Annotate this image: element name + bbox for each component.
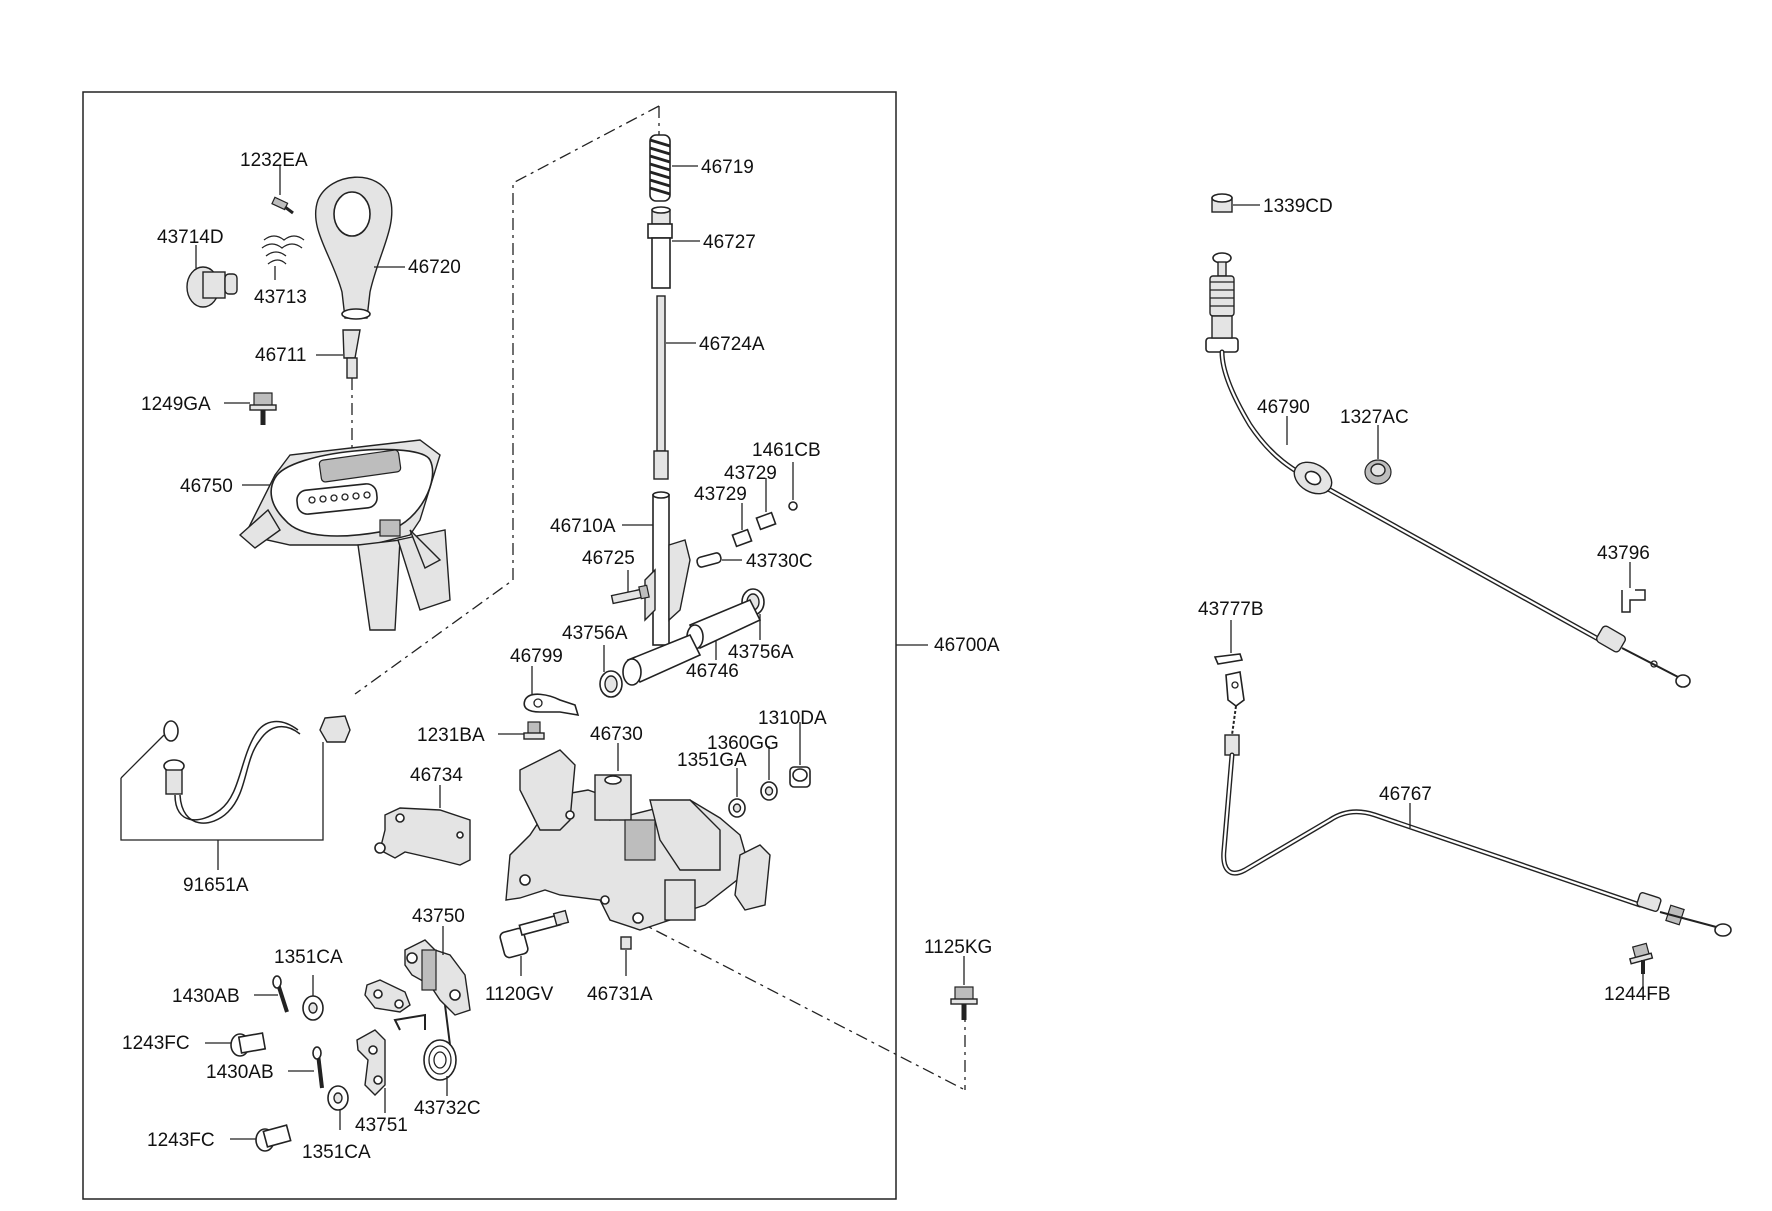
- spring-43732C: [393, 1004, 457, 1081]
- pin-43730C: [696, 552, 722, 568]
- ring-1461CB: [788, 501, 798, 511]
- label-1351CA-lower: 1351CA: [302, 1142, 371, 1163]
- bolt-1125KG: [950, 986, 978, 1020]
- bracket-46730: [505, 749, 771, 931]
- label-46710A: 46710A: [550, 516, 616, 537]
- clip-43796: [1621, 589, 1646, 613]
- label-1125KG: 1125KG: [924, 937, 992, 958]
- label-1351GA: 1351GA: [677, 750, 747, 771]
- bolt-1244FB: [1628, 942, 1654, 974]
- sleeve-46727: [647, 206, 673, 289]
- label-43756A-right: 43756A: [728, 642, 794, 663]
- bolt-1249GA: [249, 392, 277, 425]
- pin-1430AB-lower: [312, 1046, 324, 1089]
- pin-43729-upper: [755, 511, 777, 531]
- spacer-1310DA: [789, 766, 811, 788]
- nut-1231BA: [523, 721, 545, 740]
- bolt-1243FC-upper: [230, 1032, 267, 1057]
- label-43732C: 43732C: [414, 1098, 481, 1119]
- label-46719: 46719: [701, 157, 754, 178]
- label-46746: 46746: [686, 661, 739, 682]
- washer-1351CA-upper: [302, 995, 324, 1021]
- label-43713: 43713: [254, 287, 307, 308]
- label-1120GV: 1120GV: [485, 984, 554, 1005]
- cable-46790: [1205, 252, 1691, 688]
- label-1351CA-upper: 1351CA: [274, 947, 343, 968]
- label-1360GG: 1360GG: [707, 733, 779, 754]
- rod-46724A: [653, 295, 669, 480]
- label-46727: 46727: [703, 232, 756, 253]
- label-46725: 46725: [582, 548, 635, 569]
- label-43796: 43796: [1597, 543, 1650, 564]
- label-46750: 46750: [180, 476, 233, 497]
- label-46734: 46734: [410, 765, 463, 786]
- screw-1232EA: [271, 166, 294, 215]
- label-46730: 46730: [590, 724, 643, 745]
- pivot-bolt-1120GV: [499, 909, 570, 959]
- label-46790: 46790: [1257, 397, 1310, 418]
- label-43756A-left: 43756A: [562, 623, 628, 644]
- label-46731A: 46731A: [587, 984, 653, 1005]
- pin-46725: [610, 584, 650, 605]
- label-43777B: 43777B: [1198, 599, 1264, 620]
- label-1327AC: 1327AC: [1340, 407, 1409, 428]
- bushing-43756A-left: [599, 670, 623, 698]
- shaft-46746: [622, 598, 762, 686]
- label-1243FC-lower: 1243FC: [147, 1130, 215, 1151]
- washer-1351GA: [728, 798, 746, 818]
- pin-43729-lower: [731, 528, 753, 548]
- shift-knob-46720: [314, 176, 393, 320]
- label-1232EA: 1232EA: [240, 150, 308, 171]
- push-button-43714D: [186, 266, 238, 308]
- label-1310DA: 1310DA: [758, 708, 827, 729]
- label-46720: 46720: [408, 257, 461, 278]
- label-46724A: 46724A: [699, 334, 765, 355]
- label-1339CD: 1339CD: [1263, 196, 1333, 217]
- bracket-46734: [374, 807, 471, 866]
- lever-arm-43750: [364, 939, 471, 1016]
- pin-1430AB-upper: [272, 975, 289, 1013]
- label-43750: 43750: [412, 906, 465, 927]
- label-1243FC-upper: 1243FC: [122, 1033, 190, 1054]
- label-43729-upper: 43729: [724, 463, 777, 484]
- label-1244FB: 1244FB: [1604, 984, 1671, 1005]
- clip-46731A: [620, 936, 632, 950]
- clip-46799: [523, 693, 580, 717]
- washer-1351CA-lower: [327, 1085, 349, 1111]
- link-43751: [356, 1029, 386, 1096]
- assembly-label: 46700A: [934, 635, 1000, 656]
- lever-46710A: [644, 491, 691, 646]
- grommet-1327AC: [1364, 459, 1392, 485]
- cable-46767: [1221, 671, 1732, 937]
- bolt-1243FC-lower: [255, 1124, 292, 1152]
- label-43714D: 43714D: [157, 227, 224, 248]
- label-1430AB-lower: 1430AB: [206, 1062, 274, 1083]
- spring-46719: [649, 134, 671, 202]
- label-43729-lower: 43729: [694, 484, 747, 505]
- spring-43713: [261, 235, 305, 265]
- label-46767: 46767: [1379, 784, 1432, 805]
- label-1249GA: 1249GA: [141, 394, 211, 415]
- label-43751: 43751: [355, 1115, 408, 1136]
- label-1430AB-upper: 1430AB: [172, 986, 240, 1007]
- label-43730C: 43730C: [746, 551, 813, 572]
- label-91651A: 91651A: [183, 875, 249, 896]
- harness-91651A: [163, 715, 351, 824]
- clip-43777B: [1213, 653, 1244, 665]
- washer-1360GG: [760, 781, 778, 801]
- label-46799: 46799: [510, 646, 563, 667]
- label-46711: 46711: [255, 345, 306, 366]
- nut-1339CD: [1211, 193, 1233, 213]
- label-1231BA: 1231BA: [417, 725, 485, 746]
- label-1461CB: 1461CB: [752, 440, 821, 461]
- indicator-cover-46750: [238, 439, 451, 631]
